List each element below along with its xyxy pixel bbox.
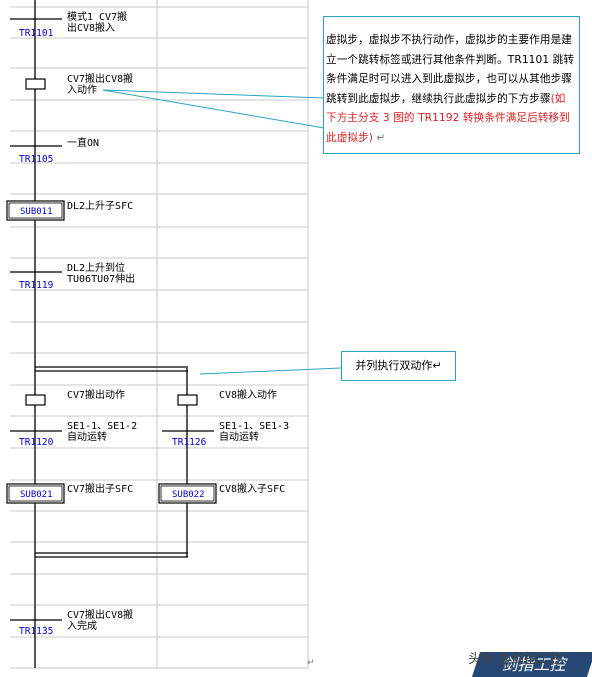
tr1105-label: TR1105 (19, 154, 53, 165)
left-step-box (25, 394, 46, 406)
transitions (10, 18, 214, 621)
tr1101-comment-line1: 模式1 CV7搬 (67, 10, 127, 23)
virtual-step-comment-line2: 入动作 (67, 84, 97, 96)
virtual-step-callout: 虚拟步，虚拟步不执行动作，虚拟步的主要作用是建立一个跳转标签或进行其他条件判断。… (323, 16, 580, 154)
tr1126-label: TR1126 (172, 437, 207, 448)
sub021-label: SUB021 (20, 490, 53, 500)
tr1135-comment-line1: CV7搬出CV8搬 (67, 608, 133, 621)
right-step-comment: CV8搬入动作 (219, 388, 277, 401)
tr1101-label: TR1101 (19, 28, 54, 39)
subroutine-box-sub021 (6, 483, 65, 504)
steps (6, 78, 217, 504)
sub022-label: SUB022 (172, 490, 205, 500)
watermark-text: 头条 @剑指工控 (468, 652, 564, 667)
subroutine-box-sub011 (6, 200, 65, 221)
tr1135-label: TR1135 (19, 626, 53, 637)
tr1119-label: TR1119 (19, 280, 54, 291)
parallel-branch-callout: 并列执行双动作↵ (341, 351, 456, 381)
sub021-comment: CV7搬出子SFC (67, 482, 133, 495)
subroutine-box-sub022 (158, 483, 217, 504)
virtual-step-box (25, 78, 46, 90)
virtual-step-callout-return: ↵ (376, 131, 386, 144)
virtual-step-callout-text: 虚拟步，虚拟步不执行动作，虚拟步的主要作用是建立一个跳转标签或进行其他条件判断。… (326, 34, 575, 105)
tr1120-label: TR1120 (19, 437, 54, 448)
sub011-label: SUB011 (20, 207, 53, 217)
virtual-step-callout-red-text: (如下方主分支 3 图的 TR1192 转换条件满足后转移到此虚拟步) (326, 92, 570, 144)
tr1135-comment-line2: 入完成 (67, 619, 97, 632)
left-step-comment: CV7搬出动作 (67, 388, 125, 401)
sub011-comment: DL2上升子SFC (67, 200, 133, 212)
right-step-box (177, 394, 198, 406)
tr1105-comment: 一直ON (67, 136, 99, 149)
grid (10, 0, 309, 669)
tr1126-comment-line2: 自动运转 (219, 430, 259, 443)
tr1126-comment-line1: SE1-1、SE1-3 (219, 421, 289, 432)
return-mark: ↵ (307, 658, 315, 668)
tr1119-comment-line2: TU06TU07伸出 (67, 272, 135, 285)
tr1120-comment-line2: 自动运转 (67, 430, 107, 443)
tr1119-comment-line1: DL2上升到位 (67, 261, 125, 274)
tr1101-comment-line2: 出CV8搬入 (67, 21, 115, 34)
sub022-comment: CV8搬入子SFC (219, 482, 285, 495)
callout-leaders (102, 89, 342, 375)
tr1120-comment-line1: SE1-1、SE1-2 (67, 421, 137, 432)
flow-lines (34, 0, 188, 668)
virtual-step-comment-line1: CV7搬出CV8搬 (67, 72, 133, 85)
